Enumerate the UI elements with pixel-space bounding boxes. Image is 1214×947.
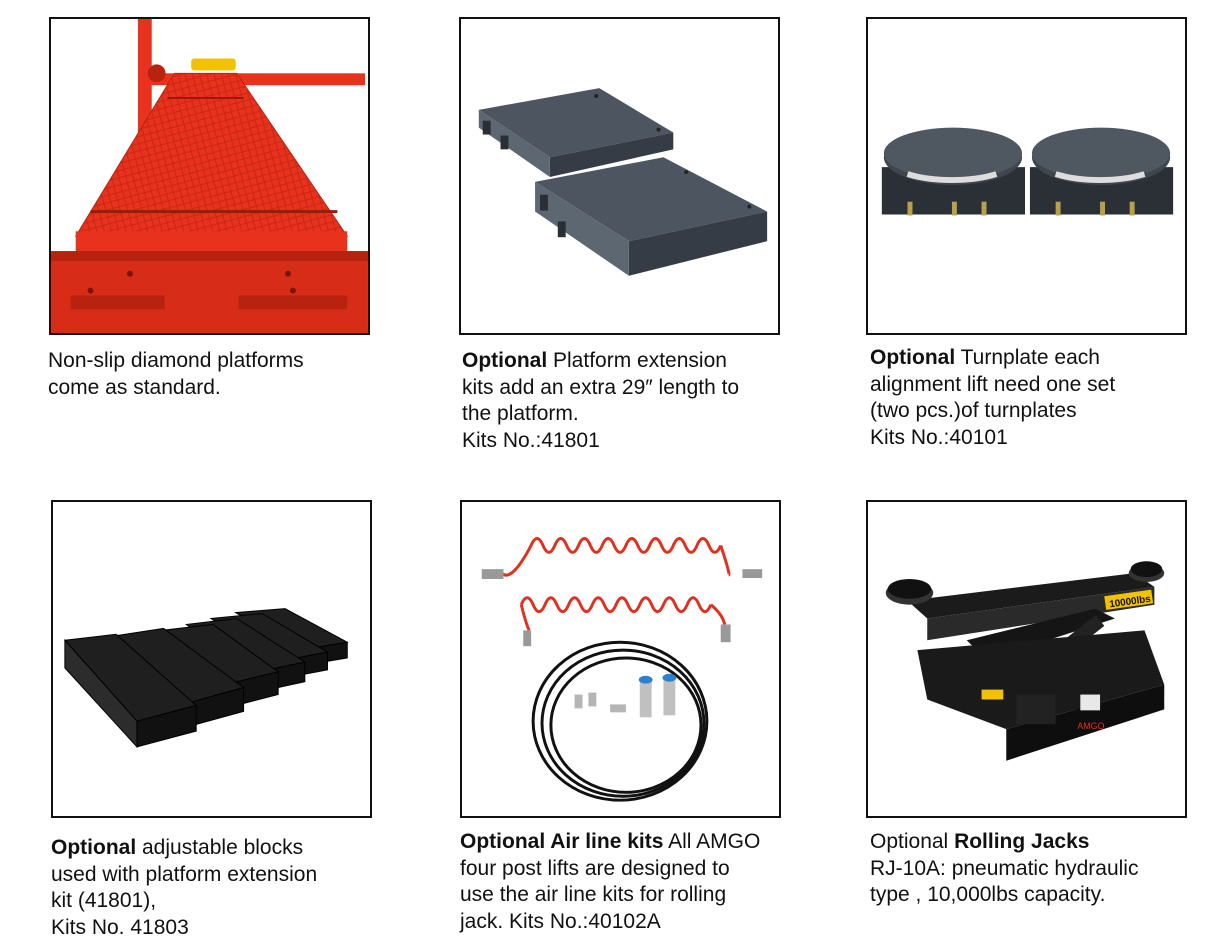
caption-line: used with platform extension [51,862,318,886]
caption-line: (two pcs.)of turnplates [870,399,1077,422]
caption-line: four post lifts are designed to [460,856,730,880]
caption-2: Optional Platform extension kits add an … [462,348,739,454]
caption-5: Optional Air line kits All AMGO four pos… [460,829,760,935]
caption-line: Optional Turnplate each [870,346,1100,369]
caption-4: Optional adjustable blocks used with pla… [51,835,317,941]
adjustable-blocks-illustration [63,608,349,749]
adjustable-blocks-photo [51,500,372,818]
caption-line: jack. Kits No.:40102A [460,909,661,933]
platform-extension-illustration [478,88,768,276]
turnplates-illustration [881,127,1174,216]
rolling-jack-photo: 10000lbs AMGO [866,500,1187,818]
caption-6: Optional Rolling Jacks RJ-10A: pneumatic… [870,829,1138,909]
caption-line: Kits No.:41801 [462,428,600,452]
caption-3: Optional Turnplate each alignment lift n… [870,345,1115,451]
caption-line: use the air line kits for rolling [460,883,727,906]
air-line-kit-illustration [481,537,763,802]
caption-line: Non-slip diamond platforms [48,349,304,372]
caption-line: Optional Platform extension [462,349,727,372]
air-line-kit-photo [460,500,781,818]
caption-1: Non-slip diamond platforms come as stand… [48,348,304,401]
caption-line: alignment lift need one set [870,372,1116,396]
platform-extension-photo [459,17,780,335]
caption-line: kits add an extra 29″ length to [462,375,740,399]
diamond-platform-photo [49,17,370,335]
caption-line: Kits No.:40101 [870,425,1008,449]
caption-line: Optional Rolling Jacks [870,830,1090,853]
caption-line: Optional adjustable blocks [51,836,304,859]
diamond-platform-illustration [51,19,368,333]
caption-line: kit (41801), [51,889,157,912]
caption-line: come as standard. [48,375,221,399]
caption-line: Kits No. 41803 [51,915,189,939]
turnplates-photo [866,17,1187,335]
caption-line: Optional Air line kits All AMGO [460,830,761,853]
rolling-jack-illustration: 10000lbs AMGO [885,561,1165,761]
caption-line: type , 10,000lbs capacity. [870,883,1106,906]
caption-line: RJ-10A: pneumatic hydraulic [870,856,1139,880]
jack-brand-label: AMGO [1077,721,1104,731]
caption-line: the platform. [462,402,579,425]
